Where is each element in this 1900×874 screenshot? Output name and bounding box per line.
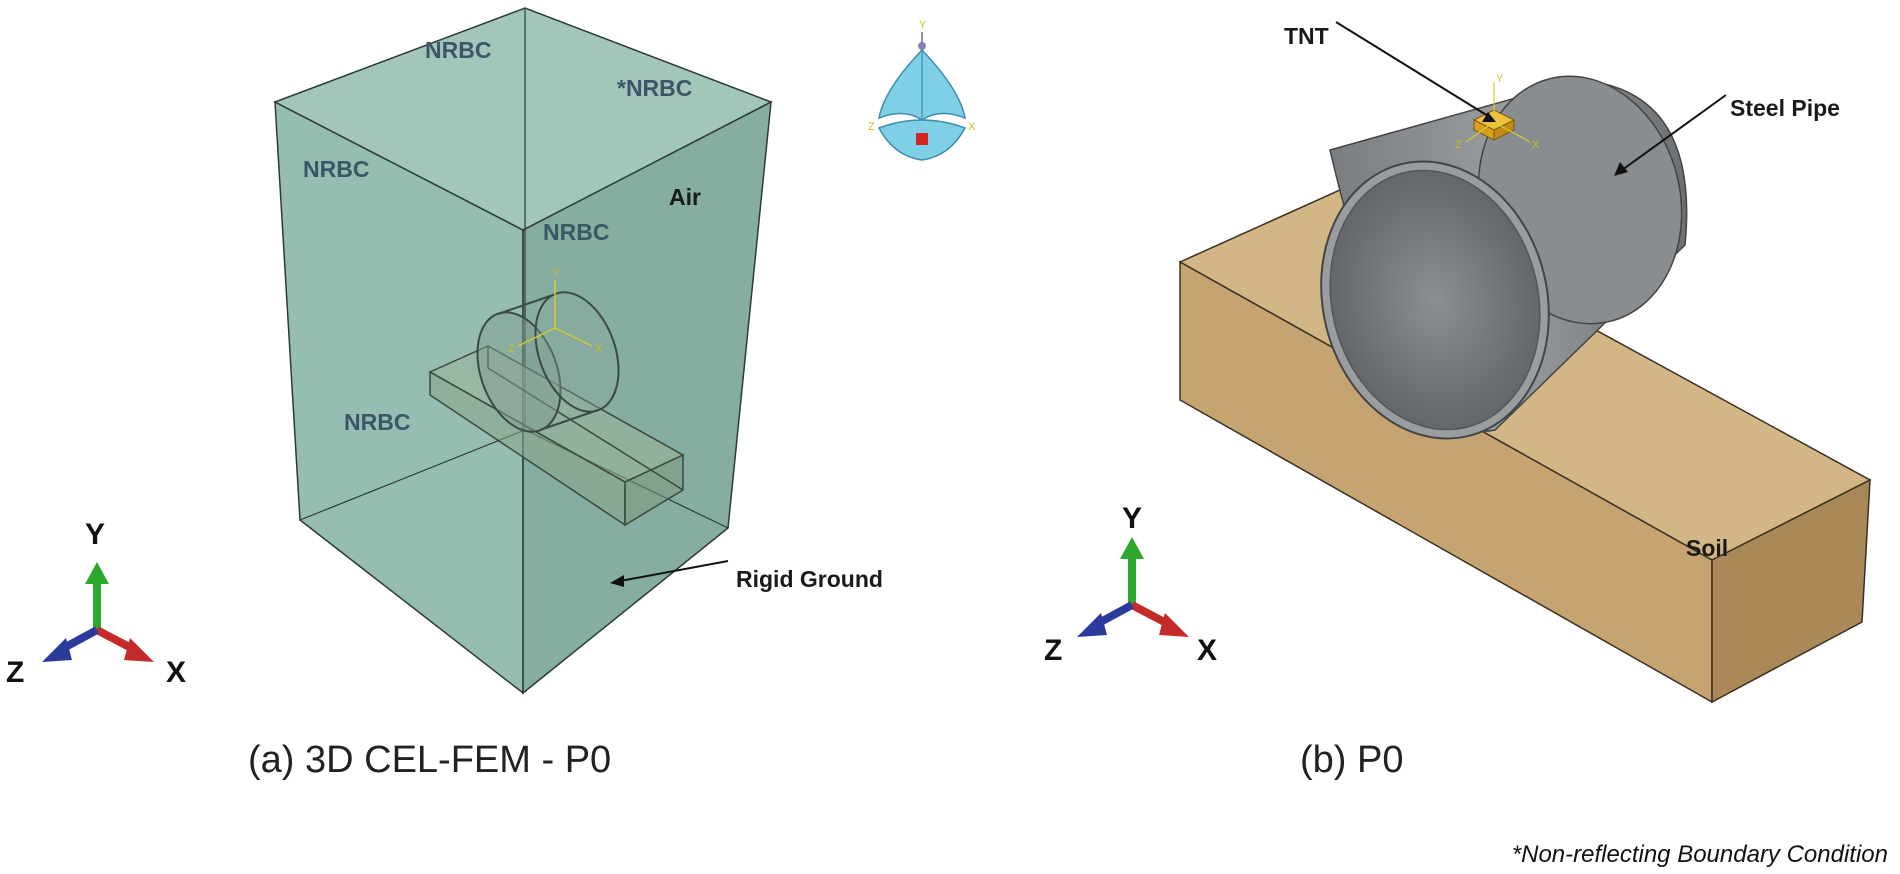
tnt-label: TNT [1284, 23, 1329, 49]
local-axis-z-label-a: Z [508, 343, 515, 355]
triad-b-y-label: Y [1122, 502, 1142, 535]
triad-a-x-label: X [166, 656, 186, 689]
nrbc-lower-label: NRBC [344, 409, 410, 435]
pipe-ghost [476, 291, 620, 433]
view-cube-y: Y [919, 19, 927, 31]
global-triad-b [1077, 537, 1189, 637]
tnt-arrow [1335, 21, 1496, 122]
local-axis-x-label-b: X [1532, 139, 1540, 151]
rigid-ground-arrow [610, 560, 729, 587]
soil-label: Soil [1686, 535, 1728, 561]
caption-b: (b) P0 [1300, 739, 1403, 781]
soil-end-face [1711, 478, 1871, 704]
nrbc-top-right-label: *NRBC [617, 75, 692, 101]
local-axis-y-label-a: Y [553, 267, 561, 279]
triad-a-z-label: Z [6, 656, 24, 689]
triad-b-x-label: X [1197, 634, 1217, 667]
view-cube-x: X [968, 121, 976, 133]
air-box-bottom-back-left [299, 429, 526, 521]
steel-pipe-arrow [1614, 94, 1727, 176]
footnote: *Non-reflecting Boundary Condition [1512, 841, 1888, 868]
local-axis-y-label-b: Y [1496, 73, 1504, 85]
triad-b-z-label: Z [1044, 634, 1062, 667]
steel-pipe [1320, 75, 1688, 440]
panel-b: Y X Z TNT Steel Pipe Soil Y Z X (b) P0 [1044, 21, 1872, 781]
triad-a-y-label: Y [85, 518, 105, 551]
air-label: Air [669, 184, 701, 210]
air-domain-box [273, 7, 773, 695]
nrbc-left-label: NRBC [303, 156, 369, 182]
steel-pipe-label: Steel Pipe [1730, 95, 1840, 121]
rigid-ground-label: Rigid Ground [736, 566, 883, 592]
view-cube-icon: Y Z X [868, 19, 976, 161]
view-cube-z: Z [868, 121, 875, 133]
caption-a: (a) 3D CEL-FEM - P0 [248, 739, 611, 781]
panel-a: Y X Z NRBC *NRBC NRBC NRBC NRBC Air Rigi… [6, 7, 976, 781]
global-triad-a [42, 562, 154, 662]
local-axis-x-label-a: X [595, 343, 603, 355]
air-box-top-face [273, 7, 773, 231]
local-axis-z-label-b: Z [1455, 139, 1462, 151]
nrbc-mid-label: NRBC [543, 219, 609, 245]
nrbc-top-label: NRBC [425, 37, 491, 63]
local-axes-a [517, 280, 593, 347]
